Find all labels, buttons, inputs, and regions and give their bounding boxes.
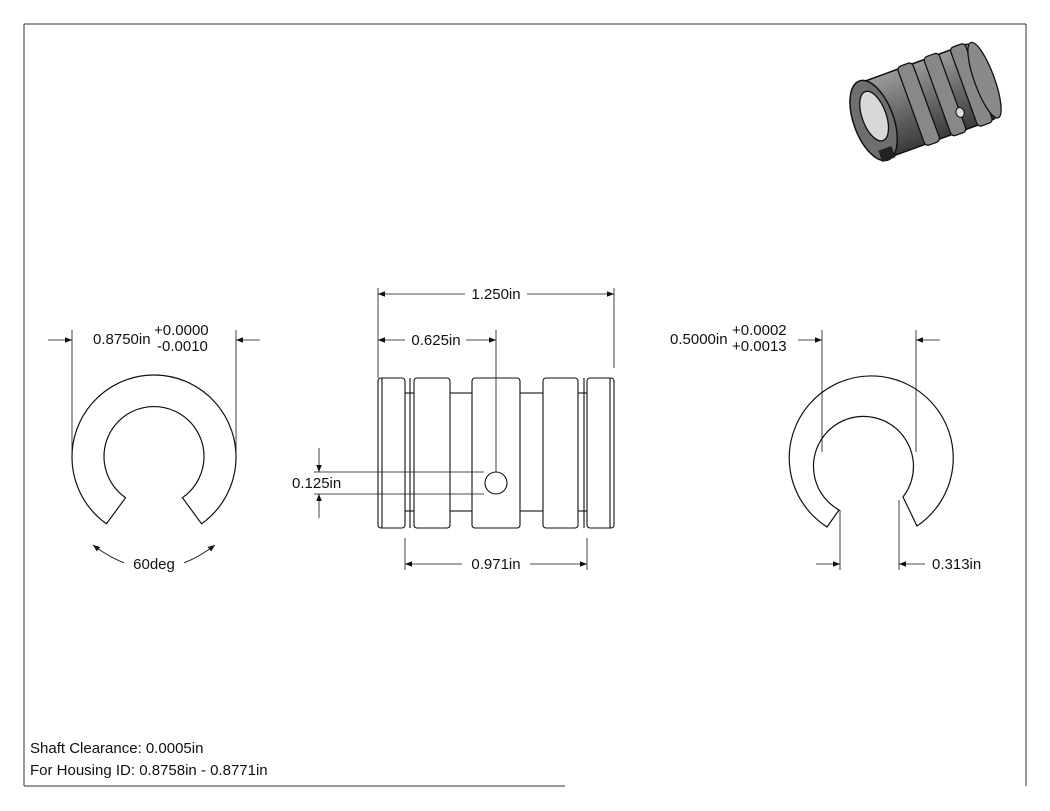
left-end-view: 0.8750in +0.0000 -0.0010 60deg [48, 322, 260, 573]
end-ring-left [377, 377, 406, 529]
center-dimensions [314, 288, 615, 570]
groove-span-label: 0.971in [471, 556, 520, 573]
bushing-outline-left [71, 374, 237, 525]
housing-id-note: For Housing ID: 0.8758in - 0.8771in [30, 762, 268, 779]
inner-tolerance-plus: +0.0002 [732, 322, 787, 339]
slot-width-label: 0.313in [932, 556, 981, 573]
isometric-view [849, 41, 1002, 163]
hole-diameter-label: 0.125in [292, 475, 341, 492]
outer-diameter-label: 0.8750in [93, 331, 151, 348]
slot-angle-label: 60deg [133, 556, 175, 573]
shaft-clearance-note: Shaft Clearance: 0.0005in [30, 740, 204, 757]
land-1 [413, 377, 451, 529]
overall-length-label: 1.250in [471, 286, 520, 303]
inner-diameter-label: 0.5000in [670, 331, 728, 348]
inner-tolerance-minus: +0.0013 [732, 338, 787, 355]
outer-tolerance-plus: +0.0000 [154, 322, 209, 339]
drawing-border [23, 23, 1027, 787]
end-ring-right [586, 377, 615, 529]
land-3 [542, 377, 579, 529]
right-end-view: 0.5000in +0.0002 +0.0013 0.313in [670, 322, 981, 573]
bushing-outline-right [788, 375, 954, 528]
outer-tolerance-minus: -0.0010 [157, 338, 208, 355]
lube-hole [484, 471, 508, 495]
hole-position-label: 0.625in [411, 332, 460, 349]
lube-hole-icon [955, 107, 965, 118]
